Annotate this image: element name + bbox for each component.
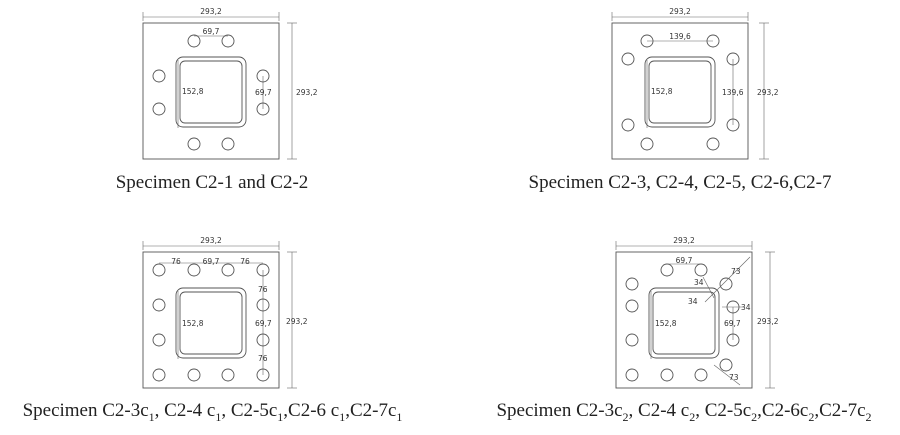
- bolt-spacing-right-label: 69,7: [724, 319, 741, 328]
- spacing-label: 76: [240, 257, 250, 266]
- bolt-hole: [719, 277, 733, 291]
- bolt-hole: [187, 34, 201, 48]
- diag-label: 73: [729, 373, 739, 382]
- plate-height-label: 293,2: [757, 317, 779, 326]
- bolt-hole: [221, 263, 235, 277]
- bolt-hole: [694, 263, 708, 277]
- bolt-hole: [221, 34, 235, 48]
- bolt-hole: [621, 118, 635, 132]
- plate-width-label: 293,2: [669, 7, 691, 16]
- bolt-hole: [152, 263, 166, 277]
- base-plate: [611, 22, 749, 160]
- spacing-label: 76: [258, 285, 268, 294]
- bolt-hole: [152, 69, 166, 83]
- edge-label: 34: [688, 297, 698, 306]
- tube-inner: [179, 60, 243, 124]
- edge-label: 34: [741, 303, 751, 312]
- base-plate: [142, 251, 280, 389]
- panel-4: 293,2 293,2 152,8 69,7 73 73 34 34 34: [615, 236, 779, 389]
- bolt-hole: [625, 333, 639, 347]
- bolt-hole: [152, 368, 166, 382]
- bolt-hole: [152, 333, 166, 347]
- base-plate: [142, 22, 280, 160]
- bolt-hole: [621, 52, 635, 66]
- plate-width-label: 293,2: [200, 7, 222, 16]
- tube-size-label: 152,8: [651, 87, 673, 96]
- caption-panel-2: Specimen C2-3, C2-4, C2-5, C2-6,C2-7: [528, 172, 832, 193]
- tube-outer: [644, 56, 716, 128]
- caption-panel-3: Specimen C2-3c1, C2-4 c1, C2-5c1,C2-6 c1…: [22, 400, 403, 424]
- tube-outer: [175, 56, 247, 128]
- bolt-spacing-top-label: 69,7: [676, 256, 693, 265]
- bolt-hole: [152, 298, 166, 312]
- spacing-label: 69,7: [255, 319, 272, 328]
- bolt-hole: [187, 137, 201, 151]
- bolt-hole: [694, 368, 708, 382]
- bolt-hole: [625, 299, 639, 313]
- caption-panel-1: Specimen C2-1 and C2-2: [115, 172, 309, 193]
- plate-width-label: 293,2: [673, 236, 695, 245]
- bolt-hole: [625, 277, 639, 291]
- tube-outer: [648, 287, 720, 359]
- spacing-label: 76: [171, 257, 181, 266]
- tube-inner: [648, 60, 712, 124]
- bolt-hole: [640, 137, 654, 151]
- spacing-label: 76: [258, 354, 268, 363]
- base-plate: [615, 251, 753, 389]
- bolt-hole: [660, 263, 674, 277]
- bolt-spacing-top-label: 139,6: [669, 32, 691, 41]
- caption-panel-4: Specimen C2-3c2, C2-4 c2, C2-5c2,C2-6c2,…: [496, 400, 872, 424]
- bolt-spacing-right-label: 139,6: [722, 88, 744, 97]
- tube-size-label: 152,8: [182, 319, 204, 328]
- tube-inner: [652, 291, 716, 355]
- tube-inner: [179, 291, 243, 355]
- panel-1: 293,2 293,2 152,8 69,7 69,7: [142, 7, 318, 160]
- bolt-hole: [187, 263, 201, 277]
- bolt-hole: [660, 368, 674, 382]
- bolt-hole: [221, 368, 235, 382]
- tube-outer: [175, 287, 247, 359]
- plate-width-label: 293,2: [200, 236, 222, 245]
- bolt-hole: [187, 368, 201, 382]
- panel-2: 293,2 293,2 152,8 139,6 139,6: [611, 7, 779, 160]
- bolt-hole: [719, 358, 733, 372]
- diag-label: 73: [731, 267, 741, 276]
- bolt-hole: [221, 137, 235, 151]
- bolt-hole: [152, 102, 166, 116]
- plate-height-label: 293,2: [286, 317, 308, 326]
- tube-size-label: 152,8: [655, 319, 677, 328]
- spacing-label: 69,7: [203, 257, 220, 266]
- bolt-spacing-right-label: 69,7: [255, 88, 272, 97]
- edge-label: 34: [694, 278, 704, 287]
- bolt-spacing-top-label: 69,7: [203, 27, 220, 36]
- panel-3: 293,2 293,2 152,8 76 69,7 76 76 69,7 76: [142, 236, 308, 389]
- tube-size-label: 152,8: [182, 87, 204, 96]
- bolt-hole: [706, 137, 720, 151]
- plate-height-label: 293,2: [296, 88, 318, 97]
- plate-height-label: 293,2: [757, 88, 779, 97]
- bolt-hole: [625, 368, 639, 382]
